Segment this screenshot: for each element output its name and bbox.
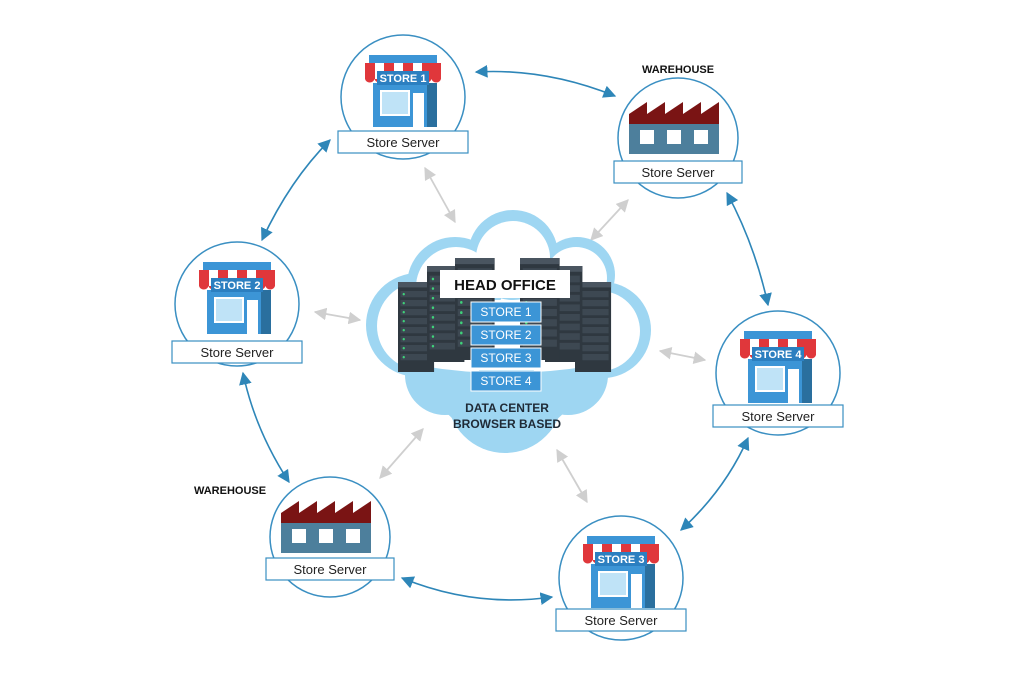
storefront-icon: STORE 4: [740, 331, 816, 403]
server-label: Store Server: [201, 345, 275, 360]
node-store-4: STORE 4 Store Server: [712, 310, 844, 436]
arrow-center-warehouse-top: [590, 199, 629, 241]
data-center-caption-line1: DATA CENTER: [465, 401, 549, 415]
storefront-icon: STORE 1: [365, 55, 441, 127]
server-label-box: [712, 404, 844, 428]
head-office-title: HEAD OFFICE: [454, 277, 556, 294]
head-office-label-box: [440, 270, 570, 298]
head-office-store-3: STORE 3: [480, 351, 531, 365]
node-warehouse-bottom: Store Server: [265, 476, 395, 598]
node-store-3: STORE 3 Store Server: [555, 515, 687, 641]
node-store-2: STORE 2 Store Server: [171, 241, 303, 367]
head-office-store-4: STORE 4: [480, 374, 531, 388]
server-label: Store Server: [367, 135, 441, 150]
head-office-store-2: STORE 2: [480, 328, 531, 342]
arrow-center-store2: [313, 307, 362, 325]
arrow-center-store4: [658, 347, 707, 364]
arrow-store4-store3: [680, 436, 750, 531]
head-office-cloud: HEAD OFFICE STORE 1 STORE 2 STORE 3 STOR…: [366, 210, 651, 453]
factory-icon: [281, 501, 371, 553]
ring-connections: [239, 64, 772, 605]
store-sign: STORE 4: [755, 349, 803, 361]
arrow-center-warehouse-bottom: [379, 428, 424, 479]
arrow-center-store3: [556, 448, 588, 504]
storefront-icon: STORE 3: [583, 536, 659, 608]
node-warehouse-top: Store Server: [613, 77, 743, 199]
warehouse-top-title: WAREHOUSE: [642, 64, 714, 76]
server-label: Store Server: [742, 409, 816, 424]
node-store-1: STORE 1 Store Server: [337, 34, 469, 160]
center-connections: [313, 166, 707, 504]
server-label: Store Server: [294, 562, 368, 577]
warehouse-bottom-title: WAREHOUSE: [194, 485, 266, 497]
data-center-caption-line2: BROWSER BASED: [453, 417, 561, 431]
storefront-icon: STORE 2: [199, 262, 275, 334]
head-office-store-1: STORE 1: [480, 305, 531, 319]
server-label: Store Server: [642, 165, 716, 180]
arrow-store1-warehouse-top: [474, 64, 617, 98]
store-sign: STORE 1: [380, 73, 427, 85]
arrow-store3-warehouse-bottom: [400, 576, 554, 605]
arrow-center-store1: [424, 166, 456, 224]
server-label-box: [555, 608, 687, 632]
server-label-box: [337, 130, 469, 154]
arrow-warehouse-bottom-store2: [239, 371, 290, 484]
store-sign: STORE 3: [598, 554, 645, 566]
arrow-store2-store1: [261, 139, 331, 242]
arrow-warehouse-top-store4: [726, 191, 772, 307]
server-label-box: [171, 340, 303, 364]
server-label: Store Server: [585, 613, 659, 628]
store-sign: STORE 2: [214, 280, 261, 292]
factory-icon: [629, 102, 719, 154]
server-label-box: [265, 557, 395, 581]
server-label-box: [613, 160, 743, 184]
